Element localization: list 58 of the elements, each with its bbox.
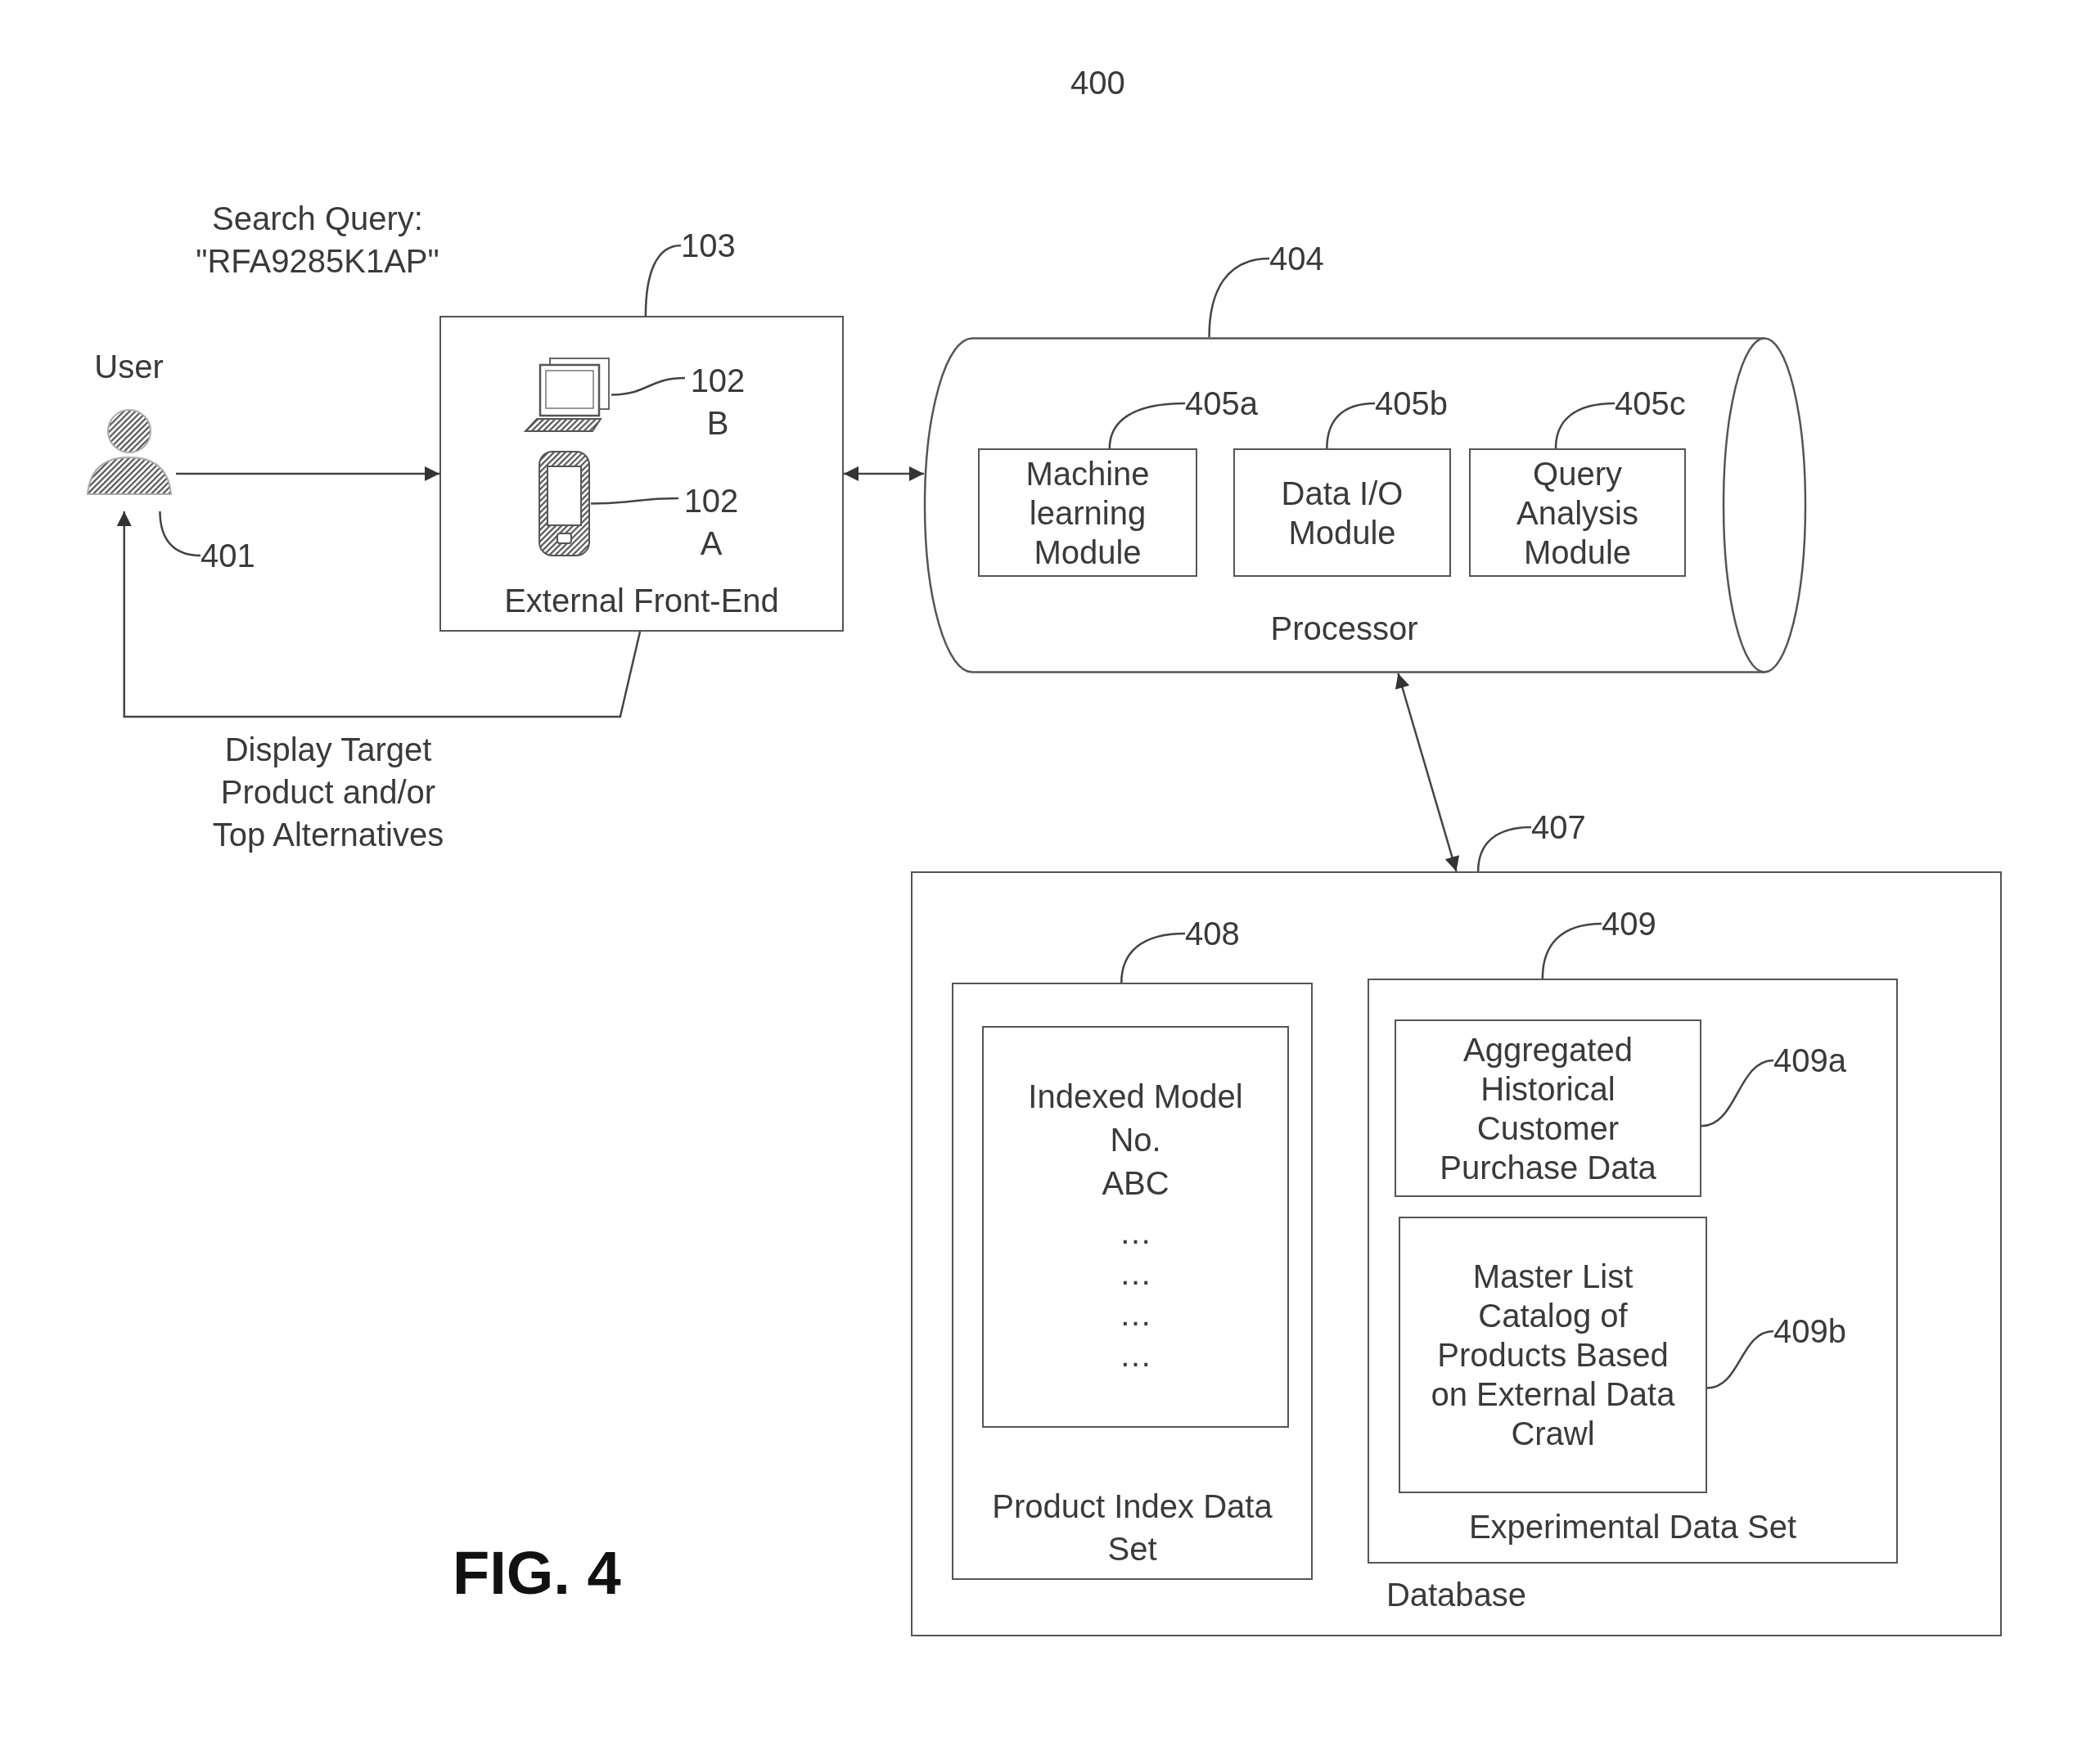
reference-numeral: 409 <box>1602 905 1656 943</box>
index-list-box <box>982 1026 1289 1428</box>
reference-numeral: 102 A <box>678 479 744 565</box>
leader-line <box>1208 257 1270 338</box>
figure-caption: FIG. 4 <box>453 1543 621 1604</box>
ellipsis-text: … <box>1119 1295 1152 1334</box>
reference-numeral: 407 <box>1531 808 1586 846</box>
list-entry: ABC <box>1102 1164 1169 1203</box>
leader-line <box>591 497 678 505</box>
leader-line <box>1541 922 1602 979</box>
user-label: User <box>94 348 164 385</box>
data-set-box <box>1368 979 1898 1564</box>
box-title: Database <box>1386 1576 1527 1614</box>
reference-numeral: 103 <box>681 227 736 264</box>
data-box: Aggregated Historical Customer Purchase Data <box>1395 1019 1701 1197</box>
data-set-box <box>952 983 1313 1580</box>
module-box: Data I/O Module <box>1233 448 1451 577</box>
module-box: Machine learning Module <box>978 448 1197 577</box>
leader-line <box>1108 402 1186 449</box>
leader-line <box>1701 1059 1774 1127</box>
reference-numeral: 405c <box>1615 385 1686 422</box>
reference-numeral: 404 <box>1269 240 1324 277</box>
arrow <box>844 466 924 481</box>
leader-line <box>1706 1330 1774 1389</box>
arrow <box>1395 673 1460 872</box>
reference-numeral: 409a <box>1773 1042 1846 1079</box>
computer-icon <box>524 357 611 433</box>
box-title: Experimental Data Set <box>1468 1508 1797 1546</box>
figure-number: 400 <box>1070 64 1125 101</box>
reference-numeral: 409b <box>1773 1312 1846 1350</box>
leader-line <box>644 244 682 317</box>
ellipsis-text: … <box>1119 1336 1152 1375</box>
reference-numeral: 405b <box>1375 385 1448 422</box>
module-box: Query Analysis Module <box>1469 448 1686 577</box>
leader-line <box>159 511 201 557</box>
database-box <box>911 871 2002 1636</box>
data-box: Master List Catalog of Products Based on External Data Crawl <box>1399 1217 1707 1493</box>
leader-line <box>611 376 686 396</box>
query-text: Search Query: "RFA9285K1AP" <box>195 200 440 281</box>
reference-numeral: 405a <box>1185 385 1258 422</box>
reference-numeral: 401 <box>201 537 255 574</box>
ellipsis-text: … <box>1119 1213 1152 1252</box>
leader-line <box>1554 402 1616 449</box>
leader-line <box>1326 402 1376 449</box>
front-end-box <box>439 316 844 632</box>
reference-numeral: 102 B <box>685 359 750 444</box>
arrow <box>176 466 439 481</box>
mobile-phone-icon <box>538 450 591 557</box>
box-title: Product Index Data Set <box>991 1487 1273 1568</box>
arrow <box>116 511 642 718</box>
cylinder-label: Processor <box>1270 610 1418 647</box>
ellipsis-text: … <box>1119 1254 1152 1293</box>
edge-label: Display Target Product and/or Top Alternatives <box>211 731 445 854</box>
box-title: External Front-End <box>504 582 779 620</box>
leader-line <box>1476 826 1532 872</box>
list-heading: Indexed Model No. <box>1027 1078 1244 1159</box>
reference-numeral: 408 <box>1185 915 1240 952</box>
leader-line <box>1120 932 1186 983</box>
